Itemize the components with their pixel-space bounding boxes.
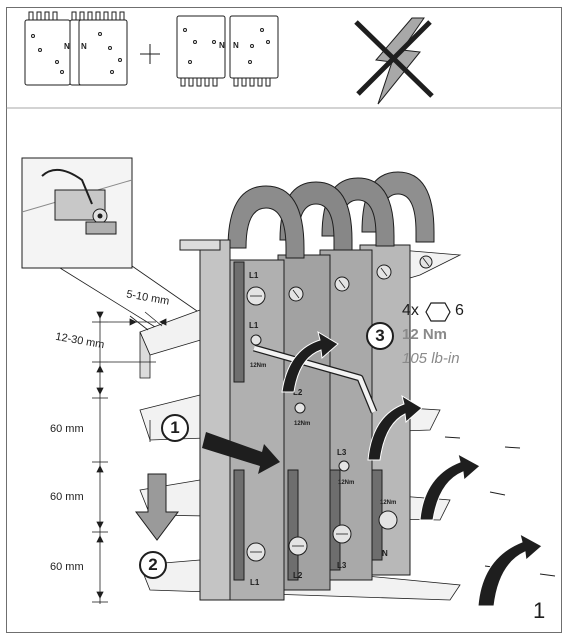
module-icon-top-right <box>78 11 128 86</box>
dimension-lines <box>92 311 167 604</box>
step-3-marker: 3 <box>366 322 394 350</box>
top-module-n-label-1: N <box>64 42 70 51</box>
rotate-arrow-2 <box>367 394 423 461</box>
phase-label-l3-bottom: L3 <box>337 561 347 570</box>
rotate-arrow-1 <box>281 330 339 393</box>
diagram-frame <box>6 7 562 633</box>
figure-number: 1 <box>533 598 546 623</box>
step-1-marker: 1 <box>161 414 189 442</box>
phase-label-l2: L2 <box>293 388 303 397</box>
fuse-base-modules <box>179 171 435 601</box>
dim-spacing-1: 60 mm <box>50 423 84 435</box>
dim-spacing-2: 60 mm <box>50 491 84 503</box>
push-arrow <box>202 432 280 474</box>
phase-labels: L1 L1 L2 L3 L1 L2 L3 N 12Nm 12Nm 12Nm 12… <box>249 271 396 587</box>
module-icon-bottom-left <box>176 15 226 87</box>
bottom-module-n-label-2: N <box>233 41 239 50</box>
phase-label-l2-bottom: L2 <box>293 571 303 580</box>
module-icon-bottom-right <box>229 15 279 87</box>
hex-size: 6 <box>455 302 464 319</box>
torque-metric: 12 Nm <box>402 326 448 343</box>
detail-inset <box>21 157 211 331</box>
step-2-marker: 2 <box>139 551 167 579</box>
hex-key-icon <box>253 344 378 414</box>
rotate-arrow-3 <box>419 453 481 521</box>
hex-socket-icon <box>425 302 451 322</box>
phase-label-l3: L3 <box>337 448 347 457</box>
dim-spacing-3: 60 mm <box>50 561 84 573</box>
module-icon-top-left <box>24 11 71 86</box>
rotate-arrow-4 <box>477 533 543 607</box>
phase-label-l1-bottom: L1 <box>250 578 260 587</box>
top-module-n-label-2: N <box>81 42 87 51</box>
phase-label-l1-top: L1 <box>249 271 259 280</box>
phase-label-l1-mid: L1 <box>249 321 259 330</box>
torque-mark-4: 12Nm <box>380 500 396 506</box>
plus-sign <box>140 44 160 64</box>
torque-mark-3: 12Nm <box>338 480 354 486</box>
phase-label-n-bottom: N <box>382 549 388 558</box>
no-voltage-icon <box>354 17 434 105</box>
bottom-module-n-label-1: N <box>219 41 225 50</box>
torque-imperial: 105 lb-in <box>402 350 460 367</box>
torque-count: 4x <box>402 302 419 319</box>
rotation-arrows <box>281 330 543 607</box>
torque-mark-1: 12Nm <box>250 363 266 369</box>
down-arrow <box>135 473 179 541</box>
torque-mark-2: 12Nm <box>294 421 310 427</box>
